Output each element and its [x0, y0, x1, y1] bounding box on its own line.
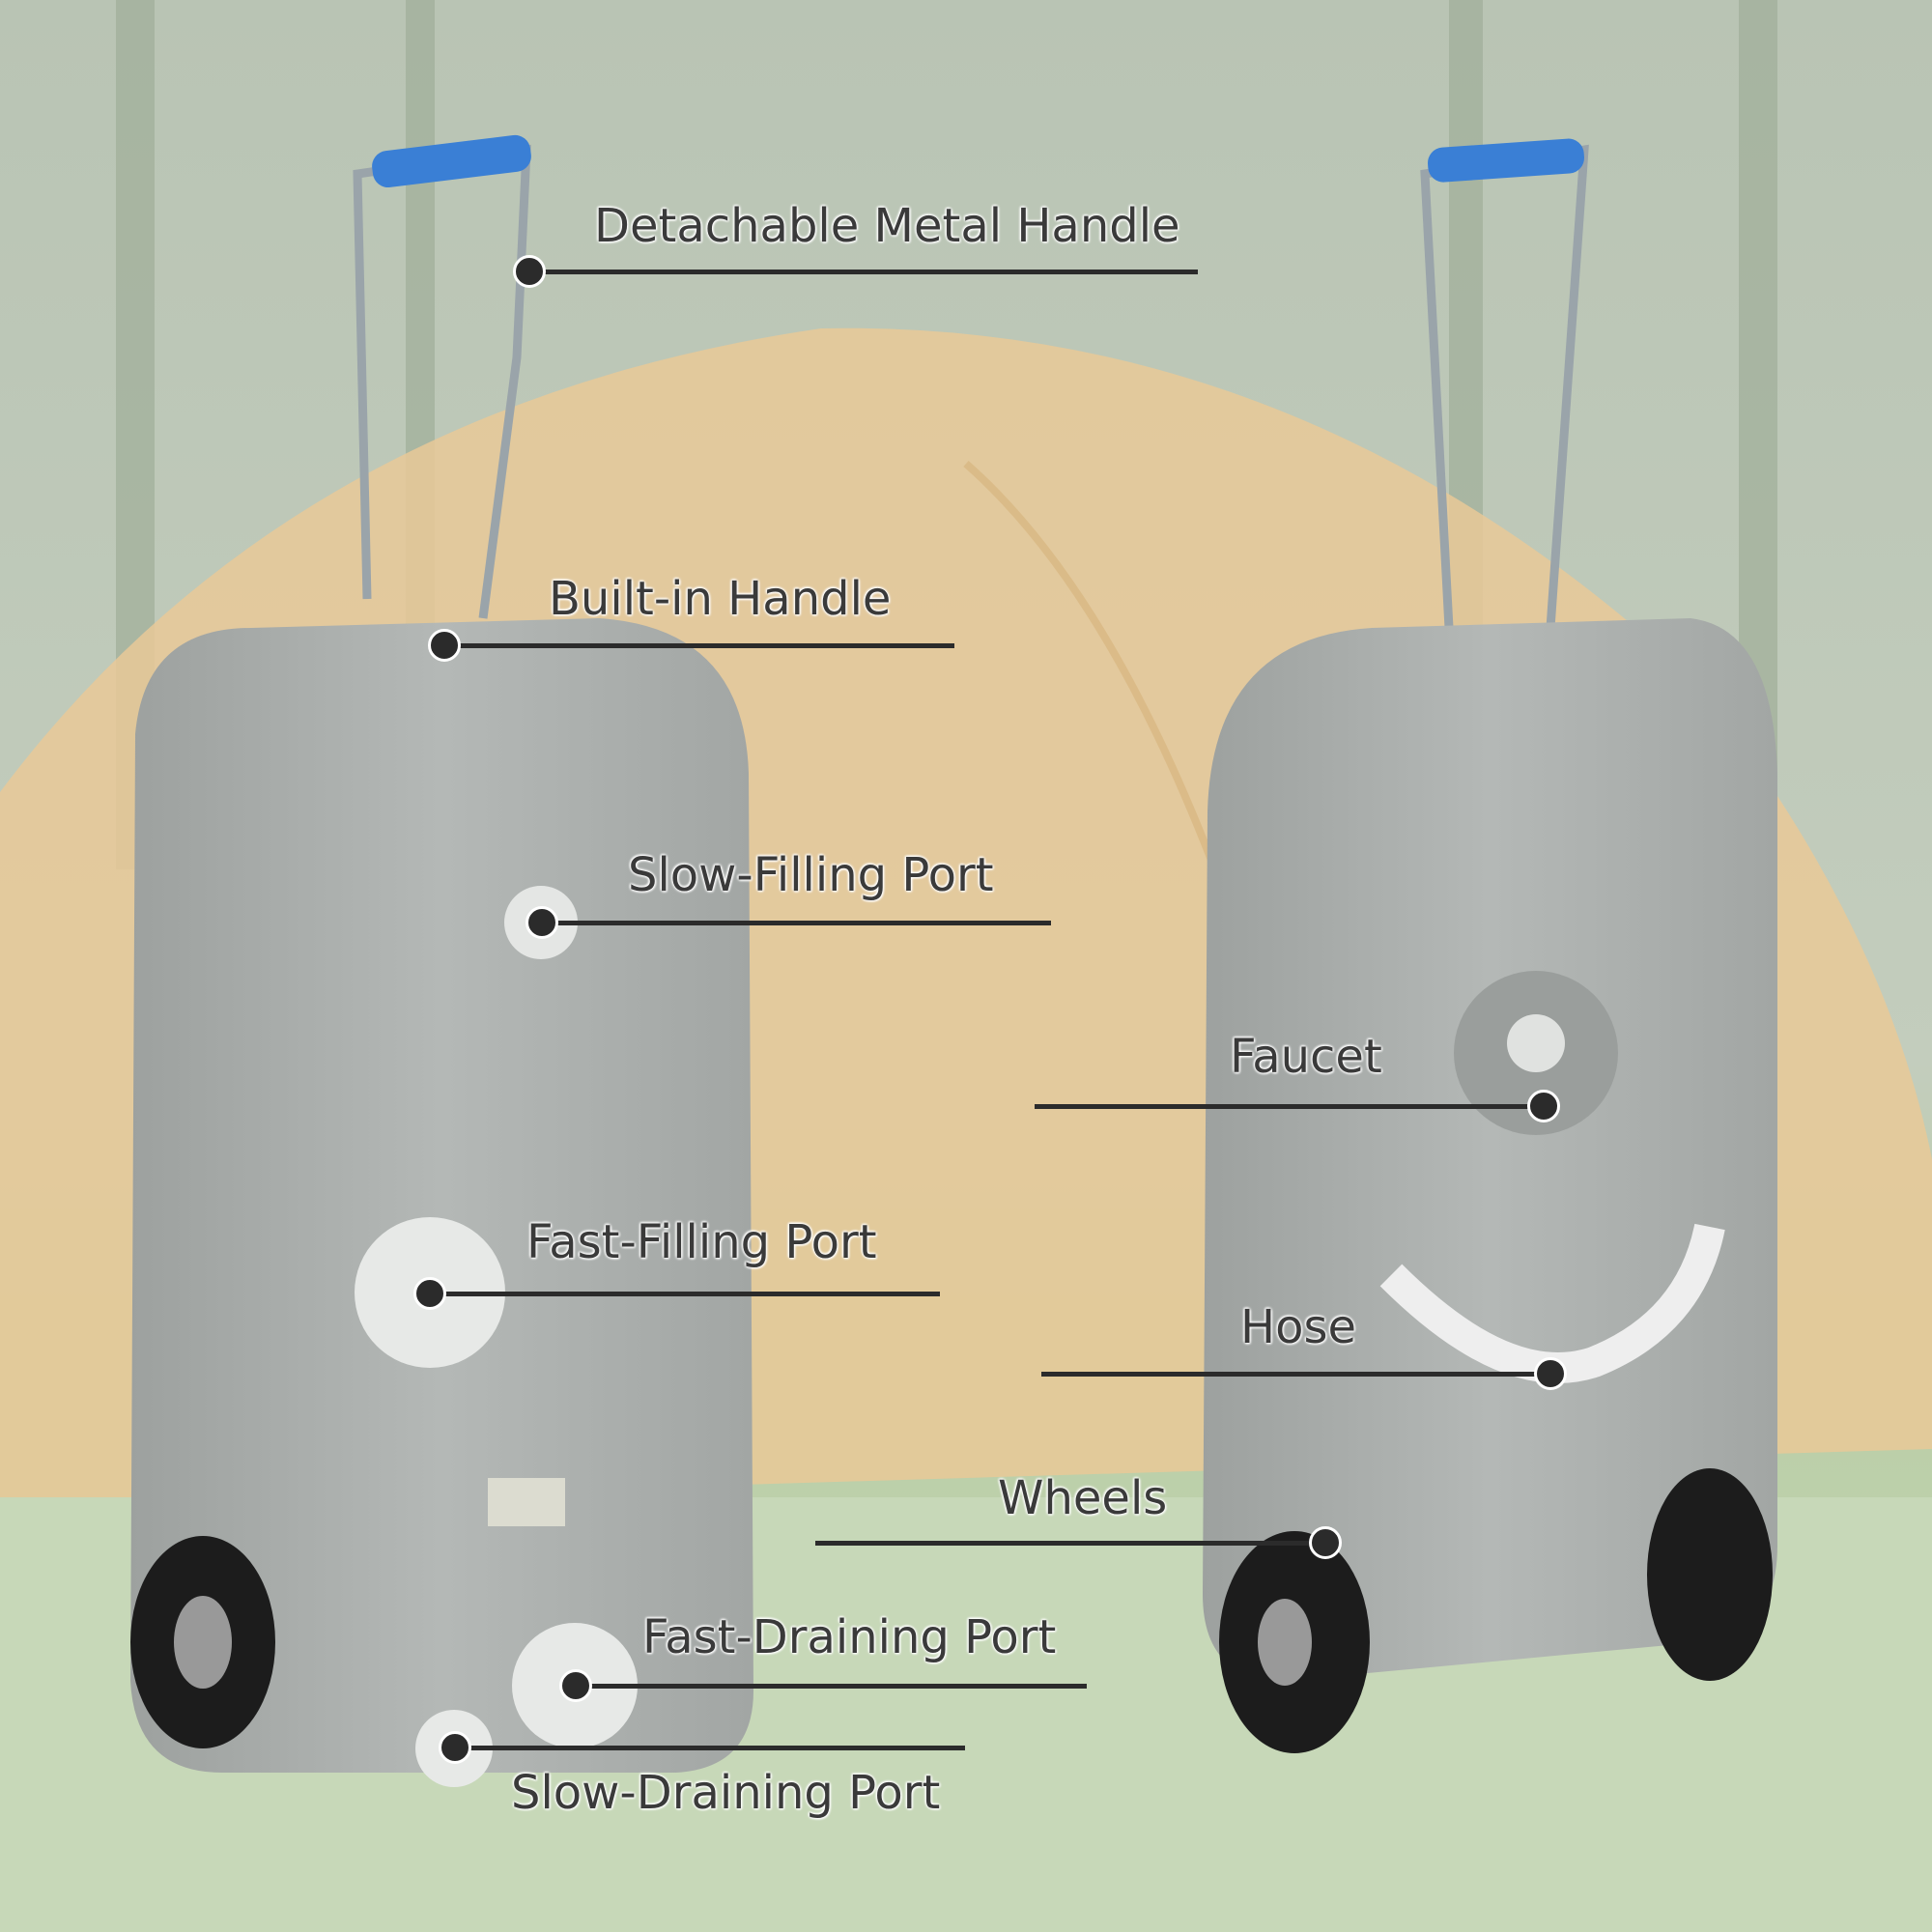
slow-draining-port-label: Slow-Draining Port — [511, 1766, 941, 1820]
detachable-metal-handle-leader-line — [529, 270, 1198, 274]
left-tank — [130, 134, 753, 1787]
detachable-metal-handle-marker-dot — [513, 255, 546, 288]
slow-filling-port-marker-dot — [526, 906, 558, 939]
wheels-marker-dot — [1309, 1526, 1342, 1559]
faucet-marker-dot — [1527, 1090, 1560, 1122]
faucet-leader-line — [1035, 1104, 1544, 1109]
built-in-handle-leader-line — [444, 643, 954, 648]
built-in-handle-marker-dot — [428, 629, 461, 662]
slow-filling-port-label: Slow-Filling Port — [628, 848, 994, 902]
fast-draining-port-leader-line — [576, 1684, 1087, 1689]
built-in-handle-label: Built-in Handle — [549, 572, 892, 626]
wheels-label: Wheels — [998, 1471, 1168, 1525]
slow-filling-port-leader-line — [542, 921, 1051, 925]
detachable-metal-handle-label: Detachable Metal Handle — [594, 199, 1180, 253]
faucet-label: Faucet — [1230, 1030, 1382, 1084]
hose-marker-dot — [1534, 1357, 1567, 1390]
fast-filling-port-leader-line — [430, 1292, 940, 1296]
brand-logo-plate — [488, 1478, 565, 1526]
wheels-leader-line — [815, 1541, 1325, 1546]
hose-leader-line — [1041, 1372, 1550, 1377]
hose-label: Hose — [1240, 1300, 1356, 1354]
fast-filling-port-label: Fast-Filling Port — [526, 1215, 877, 1269]
right-tank — [1203, 138, 1777, 1753]
slow-draining-port-leader-line — [455, 1746, 965, 1750]
fast-filling-port-marker-dot — [413, 1277, 446, 1310]
fast-draining-port-marker-dot — [559, 1669, 592, 1702]
slow-draining-port-marker-dot — [439, 1731, 471, 1764]
fast-draining-port-label: Fast-Draining Port — [642, 1610, 1057, 1664]
